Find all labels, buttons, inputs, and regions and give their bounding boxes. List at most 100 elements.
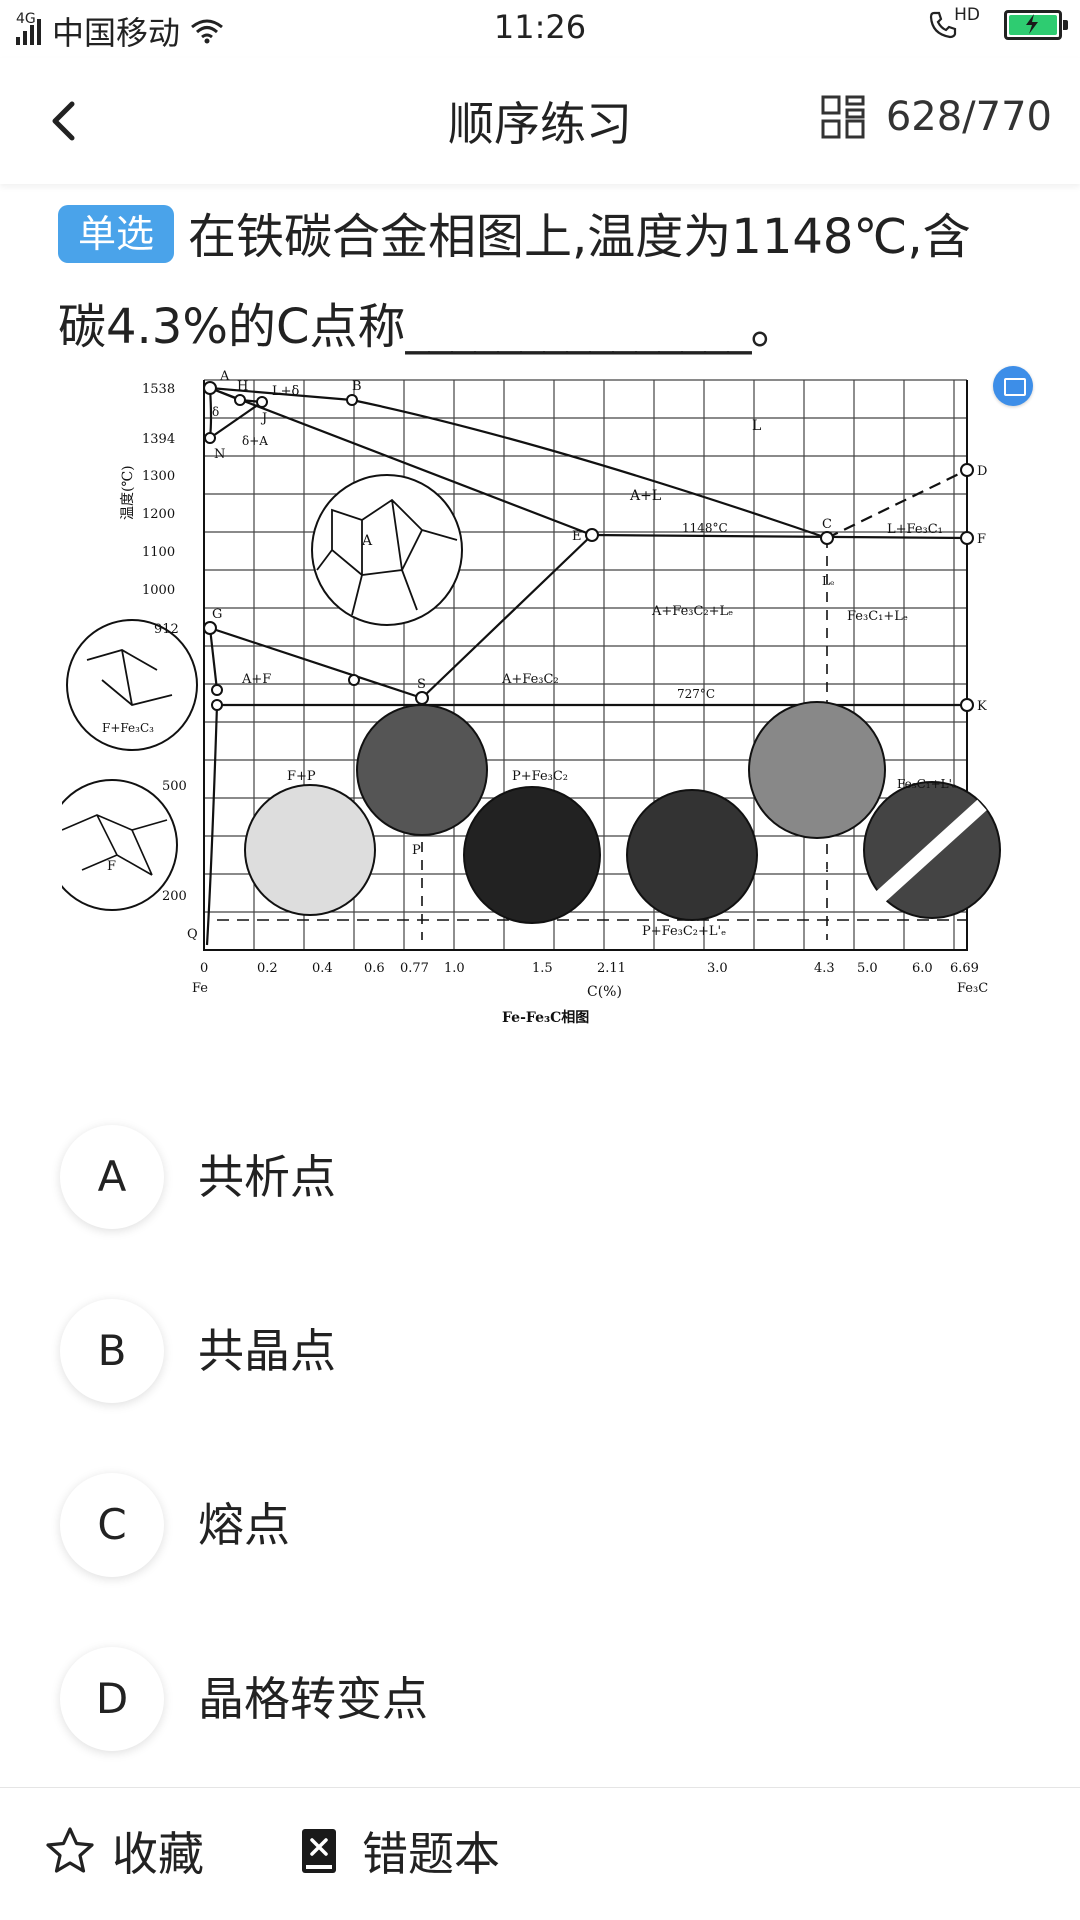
y-tick-1100: 1100 bbox=[142, 545, 175, 560]
hd-label: HD bbox=[954, 5, 980, 25]
question-type-tag: 单选 bbox=[58, 205, 175, 263]
x-tick-0.6: 0.6 bbox=[364, 961, 385, 976]
x-tick-0.77: 0.77 bbox=[400, 961, 429, 976]
network-type: 4G bbox=[16, 11, 36, 27]
notebook-icon bbox=[302, 1829, 336, 1873]
status-right: HD bbox=[928, 5, 1068, 40]
region-L-prime-e: L'ₑ bbox=[822, 859, 838, 873]
option-c-text: 熔点 bbox=[198, 1498, 290, 1552]
y-tick-1300: 1300 bbox=[142, 469, 175, 484]
x-tick-4.3: 4.3 bbox=[814, 961, 835, 976]
option-b-text: 共晶点 bbox=[198, 1324, 336, 1378]
region-A-Fe3C2-Le: A+Fe₃C₂+Lₑ bbox=[651, 604, 733, 619]
status-bar: 4G 中国移动 11:26 HD bbox=[0, 0, 1080, 58]
carrier-name: 中国移动 bbox=[52, 14, 181, 52]
x-tick-3.0: 3.0 bbox=[707, 961, 728, 976]
region-A-F: A+F bbox=[241, 672, 271, 687]
temp-label-727: 727°C bbox=[677, 687, 715, 701]
region-L: L bbox=[752, 418, 761, 434]
region-F: F bbox=[107, 859, 116, 874]
point-A: A bbox=[219, 369, 230, 384]
x-tick-1.5: 1.5 bbox=[532, 961, 553, 976]
option-d-text: 晶格转变点 bbox=[198, 1672, 428, 1726]
y-axis-label: 温度(℃) bbox=[120, 465, 136, 520]
y-tick-1394: 1394 bbox=[142, 432, 175, 447]
x-tick-5.0: 5.0 bbox=[857, 961, 878, 976]
nav-bar: 顺序练习 628/770 bbox=[0, 58, 1080, 184]
x-tick-0: 0 bbox=[200, 961, 208, 976]
diagram-labels: 1538 1394 1300 1200 1100 1000 912 500 20… bbox=[102, 369, 988, 1026]
option-c[interactable]: C 熔点 bbox=[58, 1473, 1018, 1647]
option-d[interactable]: D 晶格转变点 bbox=[58, 1647, 1018, 1821]
x-end-label: Fe₃C bbox=[957, 981, 988, 996]
signal-icon: 4G bbox=[16, 11, 44, 45]
y-tick-1000: 1000 bbox=[142, 583, 175, 598]
bottom-bar: 收藏 错题本 bbox=[0, 1787, 1080, 1920]
point-N: N bbox=[214, 447, 225, 462]
point-F: F bbox=[977, 532, 986, 547]
point-E: E bbox=[572, 529, 582, 544]
option-c-letter: C bbox=[60, 1473, 164, 1577]
option-a-text: 共析点 bbox=[198, 1150, 336, 1204]
y-tick-500: 500 bbox=[162, 779, 187, 794]
option-a[interactable]: A 共析点 bbox=[58, 1125, 1018, 1299]
x-axis-label: C(%) bbox=[587, 984, 622, 1000]
question-progress: 628/770 bbox=[885, 94, 1052, 140]
back-icon[interactable] bbox=[40, 96, 90, 146]
question-text: 在铁碳合金相图上,温度为1148℃,含碳4.3%的C点称 bbox=[58, 209, 971, 355]
point-H: H bbox=[237, 379, 248, 394]
battery-icon bbox=[1004, 10, 1068, 40]
page-title: 顺序练习 bbox=[448, 97, 632, 151]
x-tick-6.0: 6.0 bbox=[912, 961, 933, 976]
option-b[interactable]: B 共晶点 bbox=[58, 1299, 1018, 1473]
favorite-button[interactable]: 收藏 bbox=[44, 1818, 204, 1884]
favorite-label: 收藏 bbox=[112, 1827, 204, 1881]
answer-blank: _______________ bbox=[405, 299, 751, 355]
image-zoom-icon[interactable] bbox=[993, 366, 1033, 406]
point-P: P bbox=[412, 843, 421, 858]
microstructure-images bbox=[46, 474, 1001, 924]
y-tick-912: 912 bbox=[154, 622, 179, 637]
point-K: K bbox=[977, 699, 987, 714]
region-Fe3C1-Le: Fe₃C₁+Lₑ bbox=[847, 609, 908, 624]
question-end: 。 bbox=[750, 299, 799, 355]
x-tick-2.11: 2.11 bbox=[597, 961, 626, 976]
y-tick-200: 200 bbox=[162, 889, 187, 904]
x-tick-1.0: 1.0 bbox=[444, 961, 465, 976]
phase-diagram: 1538 1394 1300 1200 1100 1000 912 500 20… bbox=[46, 369, 1001, 1026]
region-A-L: A+L bbox=[629, 488, 661, 504]
question-index-button[interactable]: 628/770 bbox=[820, 94, 1052, 140]
region-L-Fe3C1: L+Fe₃C₁ bbox=[887, 522, 943, 537]
key-points bbox=[203, 381, 974, 712]
x-start-label: Fe bbox=[192, 981, 208, 996]
point-B: B bbox=[352, 379, 362, 394]
answer-options: A 共析点 B 共晶点 C 熔点 D 晶格转变点 bbox=[58, 1125, 1018, 1821]
point-Q: Q bbox=[187, 927, 198, 942]
region-F-Fe3C3: F+Fe₃C₃ bbox=[102, 721, 154, 735]
temp-label-1148: 1148°C bbox=[682, 521, 728, 535]
phase-diagram-figure[interactable]: 1538 1394 1300 1200 1100 1000 912 500 20… bbox=[46, 360, 1033, 1040]
point-S: S bbox=[417, 677, 426, 692]
region-A: A bbox=[361, 533, 373, 549]
wifi-icon bbox=[191, 19, 223, 44]
x-tick-6.69: 6.69 bbox=[950, 961, 979, 976]
region-F-P: F+P bbox=[287, 769, 316, 784]
x-tick-0.2: 0.2 bbox=[257, 961, 278, 976]
option-b-letter: B bbox=[60, 1299, 164, 1403]
x-tick-0.4: 0.4 bbox=[312, 961, 333, 976]
point-G: G bbox=[212, 607, 222, 622]
region-L-delta: L+δ bbox=[272, 384, 300, 399]
status-left: 4G 中国移动 bbox=[16, 8, 224, 54]
region-delta-A: δ+A bbox=[242, 434, 268, 448]
y-tick-1538: 1538 bbox=[142, 382, 175, 397]
question-stem: 单选在铁碳合金相图上,温度为1148℃,含碳4.3%的C点称__________… bbox=[58, 192, 1018, 372]
region-Fe3C1-L-prime-e: Fe₃C₁+L'ₑ bbox=[897, 777, 957, 791]
point-J: J bbox=[260, 411, 267, 426]
point-D: D bbox=[977, 464, 987, 479]
point-C: C bbox=[822, 517, 832, 532]
wrong-book-button[interactable]: 错题本 bbox=[294, 1818, 500, 1884]
region-P-Fe3C2-L-prime-e: P+Fe₃C₂+L'ₑ bbox=[642, 924, 726, 939]
region-delta: δ bbox=[212, 405, 219, 419]
star-icon bbox=[46, 1827, 94, 1873]
figure-caption: Fe-Fe₃C相图 bbox=[502, 1009, 589, 1026]
